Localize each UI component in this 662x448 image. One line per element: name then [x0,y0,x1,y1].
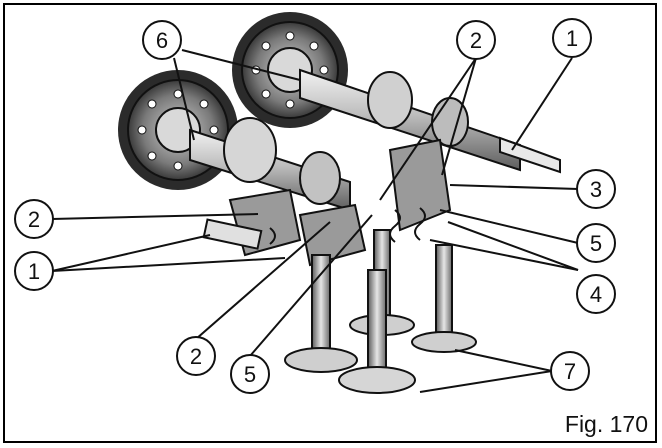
svg-text:1: 1 [566,26,578,51]
rear-timing-gear [232,12,348,128]
svg-text:7: 7 [564,359,576,384]
svg-text:3: 3 [590,177,602,202]
svg-text:4: 4 [590,282,602,307]
callout-2-left: 2 [14,199,54,239]
callout-2-top: 2 [456,20,496,60]
callout-5-right: 5 [576,223,616,263]
callout-1-top-right: 1 [552,18,592,58]
shim-holder-detail [202,218,263,250]
svg-text:2: 2 [470,28,482,53]
callout-5-bottom: 5 [230,354,270,394]
svg-text:2: 2 [28,207,40,232]
svg-text:5: 5 [590,231,602,256]
rear-camshaft [299,68,561,174]
front-camshaft [189,117,351,212]
svg-text:5: 5 [244,362,256,387]
front-timing-gear [118,70,238,190]
svg-text:2: 2 [190,344,202,369]
svg-text:6: 6 [156,28,168,53]
callout-2-bottom: 2 [176,336,216,376]
valve-springs [269,207,426,245]
callout-3: 3 [576,169,616,209]
callout-6: 6 [142,20,182,60]
callout-4: 4 [576,274,616,314]
callout-1-left: 1 [14,251,54,291]
leader-lines [51,49,579,393]
callout-7: 7 [550,351,590,391]
figure-label: Fig. 170 [564,411,648,437]
valves [284,229,477,394]
svg-text:1: 1 [28,259,40,284]
